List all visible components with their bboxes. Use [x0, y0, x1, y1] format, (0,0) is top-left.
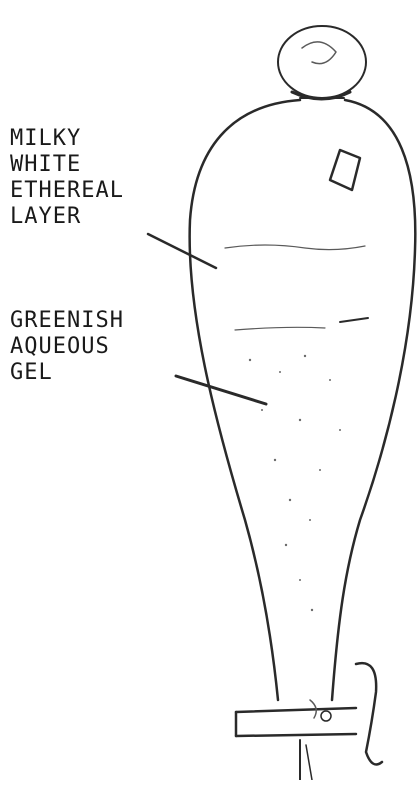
label-gel-line-1: GREENISH — [10, 308, 124, 334]
gel-leader-line — [176, 376, 266, 404]
funnel-stem — [300, 740, 312, 780]
label-gel-line-3: GEL — [10, 360, 53, 386]
stopcock — [236, 663, 382, 764]
label-ether-line-4: LAYER — [10, 204, 81, 230]
stopper — [278, 26, 366, 99]
label-ether-line-3: ETHEREAL — [10, 178, 124, 204]
ether-leader-line — [148, 234, 216, 268]
label-ether-line-1: MILKY — [10, 126, 81, 152]
layer-texture — [225, 245, 368, 611]
label-gel-line-2: AQUEOUS — [10, 334, 110, 360]
gel-speckles — [249, 355, 341, 611]
label-ether-line-2: WHITE — [10, 152, 81, 178]
funnel-body — [190, 100, 416, 700]
